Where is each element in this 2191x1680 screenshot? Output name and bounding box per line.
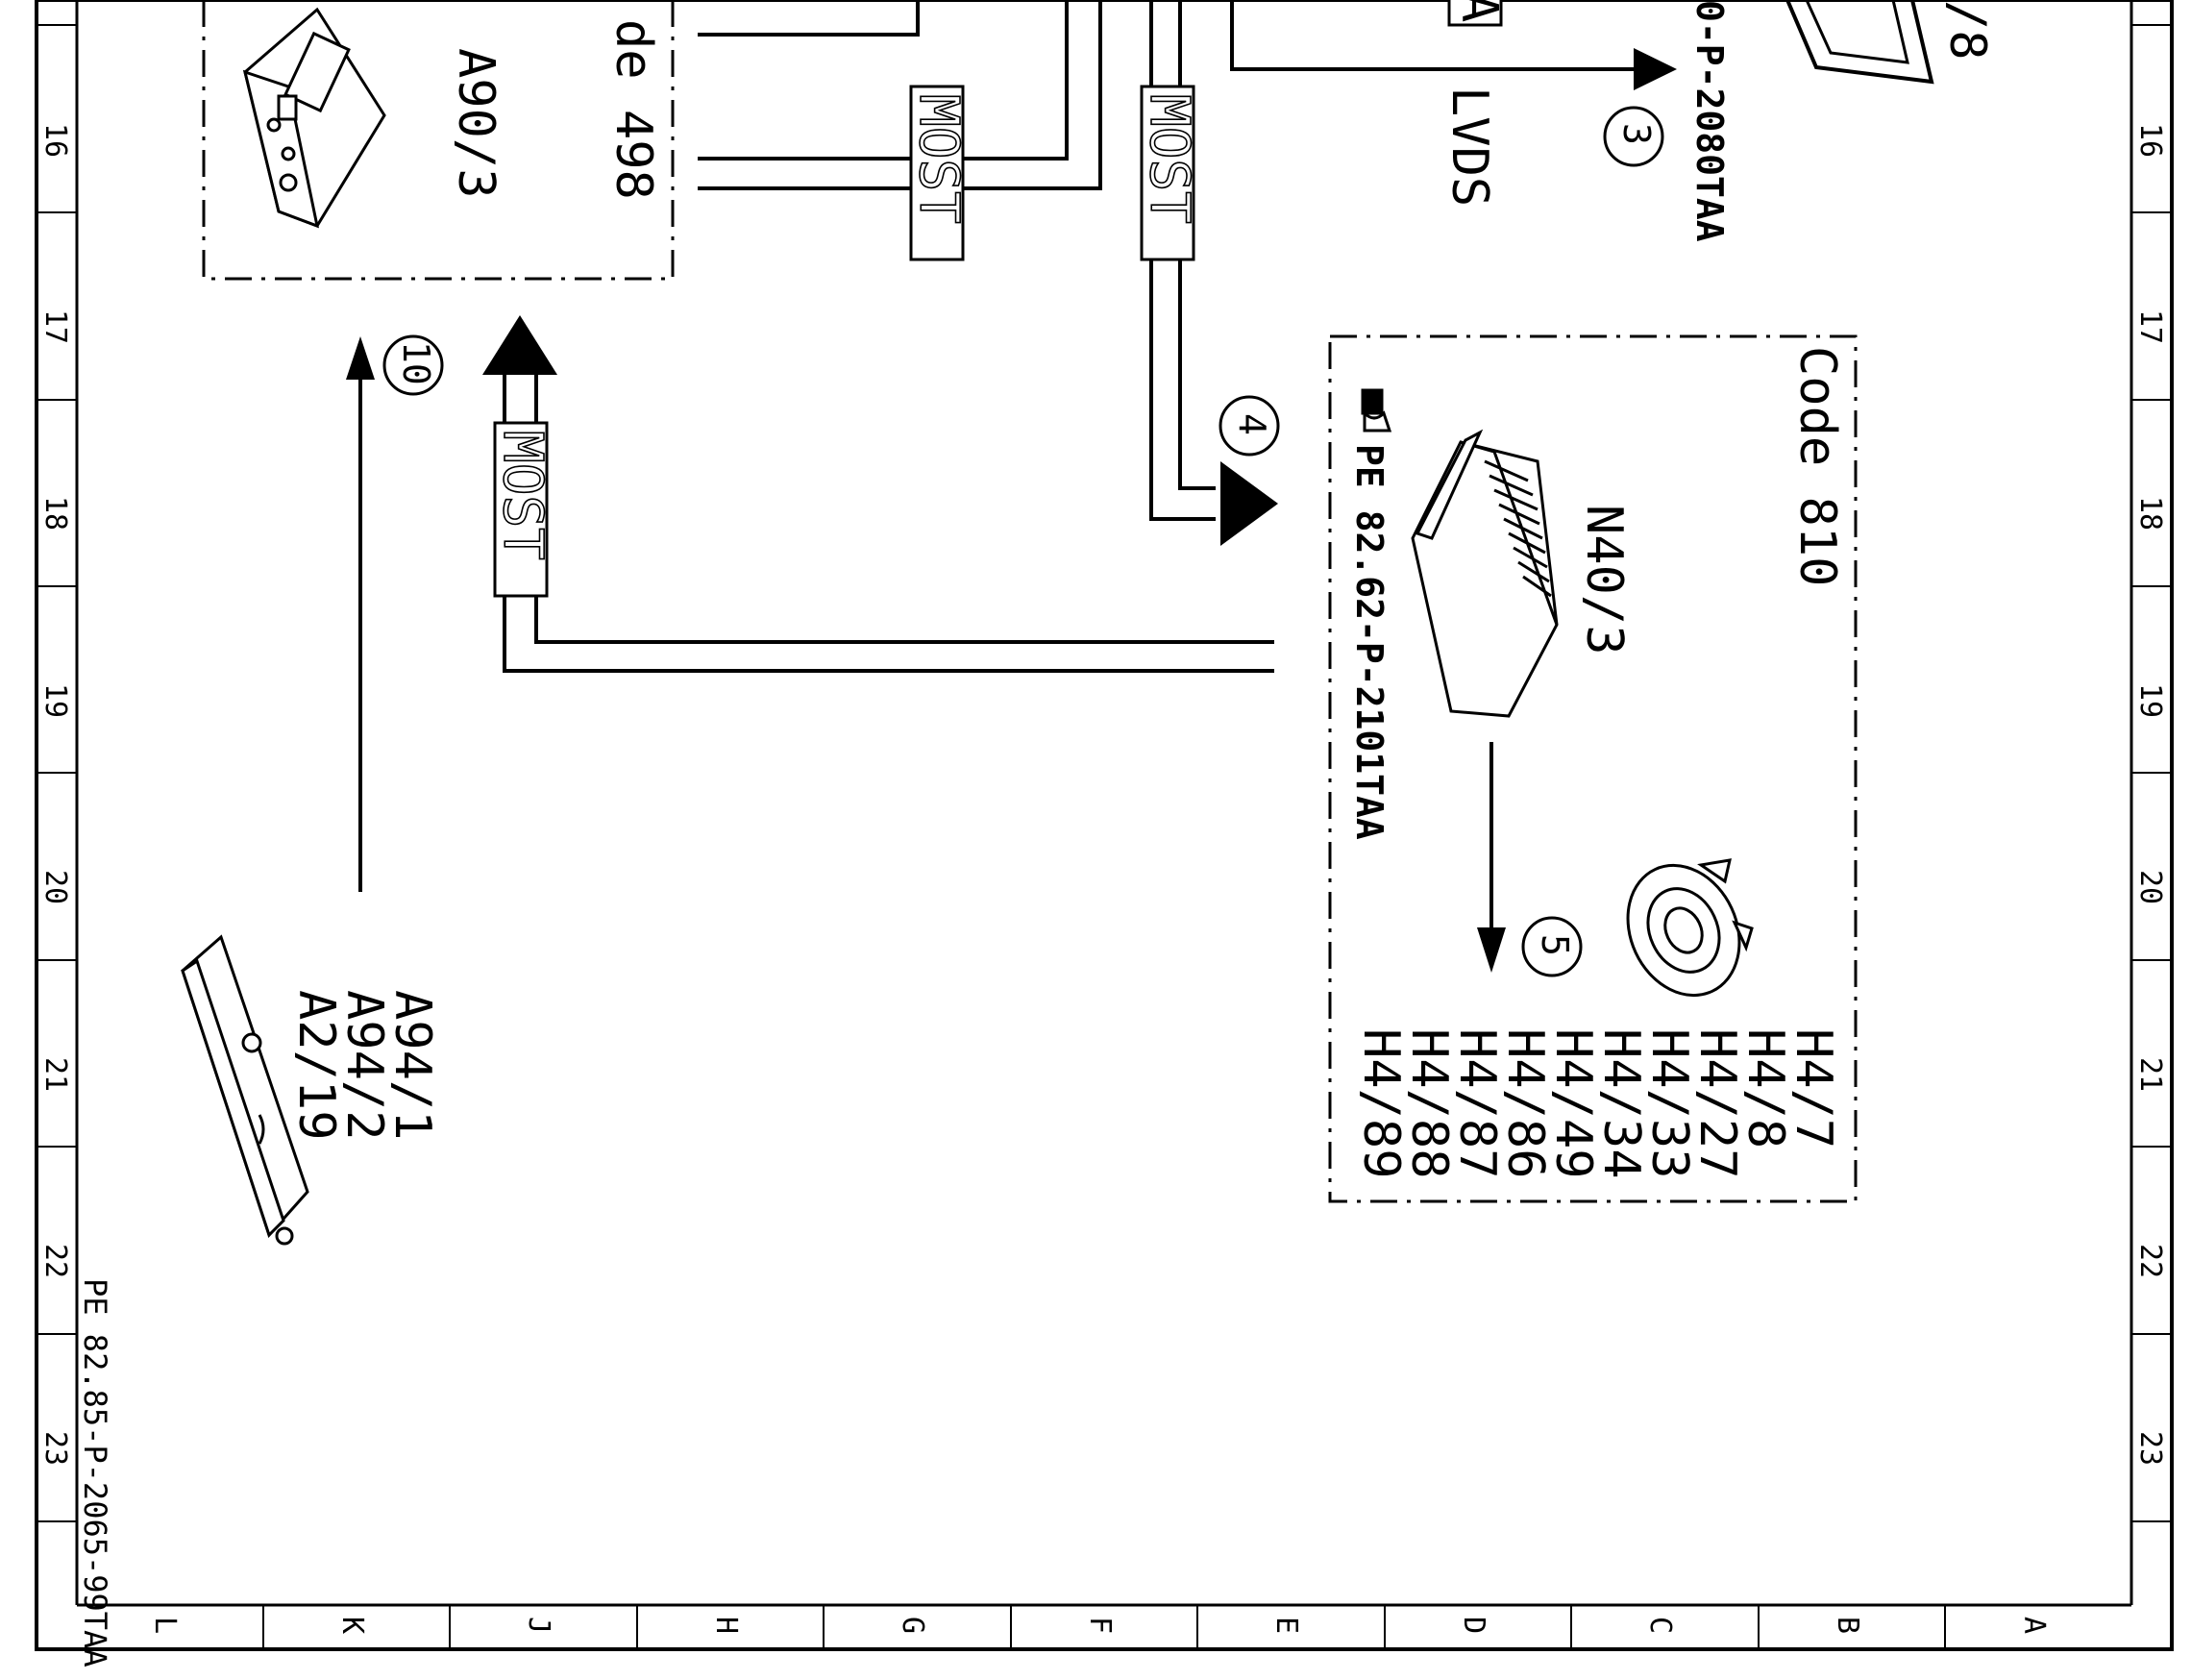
display-icon-partial xyxy=(1785,0,1934,85)
display-label-partial: /8 xyxy=(1938,0,1996,61)
speaker-label-h4-27: H4/27 xyxy=(1688,1028,1746,1179)
left-row-21: 21 xyxy=(38,1057,72,1092)
partial-box-a xyxy=(1447,0,1503,27)
speaker-label-h4-49: H4/49 xyxy=(1544,1028,1602,1179)
svg-text:4: 4 xyxy=(1231,413,1273,435)
left-row-20: 20 xyxy=(38,870,72,904)
col-L: L xyxy=(148,1617,182,1634)
most-bus-label-2: MOST xyxy=(1137,85,1201,261)
right-row-19: 19 xyxy=(2133,683,2167,718)
hand-pointer-icon xyxy=(1361,388,1392,432)
col-E: E xyxy=(1269,1617,1303,1634)
left-row-17: 17 xyxy=(38,309,72,344)
bottom-column-letters: L K J H G F E D C B A xyxy=(148,1617,2051,1634)
n40-3-label: N40/3 xyxy=(1575,505,1633,655)
left-row-22: 22 xyxy=(38,1244,72,1278)
most-bus-label-3: MOST xyxy=(490,421,554,598)
speaker-label-h4-87: H4/87 xyxy=(1448,1028,1506,1179)
speaker-label-h4-34: H4/34 xyxy=(1592,1028,1650,1179)
right-row-17: 17 xyxy=(2133,309,2167,344)
col-A: A xyxy=(2017,1617,2051,1634)
speaker-label-h4-7: H4/7 xyxy=(1785,1028,1842,1149)
right-row-21: 21 xyxy=(2133,1057,2167,1092)
lvds-label: LVDS xyxy=(1440,86,1498,207)
a90-3-component: A90/3 de 498 xyxy=(202,0,675,281)
speaker-label-h4-89: H4/89 xyxy=(1352,1028,1410,1179)
svg-text:3: 3 xyxy=(1615,123,1658,145)
partial-box-a-char: A xyxy=(1450,0,1508,22)
col-H: H xyxy=(709,1617,743,1634)
drawing-frame xyxy=(35,0,2174,1651)
speaker-label-h4-33: H4/33 xyxy=(1640,1028,1698,1179)
antenna-label-a94-2: A94/2 xyxy=(335,990,393,1141)
n40-3-device-icon xyxy=(1411,429,1559,718)
right-row-numbers: 16 17 18 19 20 21 22 23 xyxy=(2133,123,2167,1466)
svg-text:5: 5 xyxy=(1534,934,1576,956)
speaker-labels: H4/7 H4/8 H4/27 H4/33 H4/34 H4/49 H4/86 … xyxy=(1352,1028,1842,1179)
callout-4: 4 xyxy=(1219,395,1280,457)
doc-reference: PE 82.85-P-2065-99TAA xyxy=(77,1278,113,1668)
svg-text:10: 10 xyxy=(395,341,437,385)
speaker-label-h4-88: H4/88 xyxy=(1400,1028,1458,1179)
antenna-label-a2-19: A2/19 xyxy=(287,990,345,1141)
n40-3-component: 4 Code 810 N40/3 PE 82.62-P-2101TAA 5 xyxy=(1219,334,1858,1203)
left-row-18: 18 xyxy=(38,496,72,531)
left-row-16: 16 xyxy=(38,123,72,158)
left-row-23: 23 xyxy=(38,1431,72,1466)
svg-text:MOST: MOST xyxy=(907,94,970,224)
most-bus-label-1: MOST xyxy=(906,85,971,261)
col-C: C xyxy=(1643,1617,1677,1634)
speaker-label-h4-8: H4/8 xyxy=(1736,1028,1794,1149)
col-G: G xyxy=(896,1617,929,1634)
n40-3-ref: PE 82.62-P-2101TAA xyxy=(1348,444,1391,840)
a90-3-most-arrowhead xyxy=(482,315,557,375)
col-K: K xyxy=(335,1617,369,1634)
antenna-label-a94-1: A94/1 xyxy=(383,990,441,1141)
right-row-20: 20 xyxy=(2133,870,2167,904)
svg-text:MOST: MOST xyxy=(1138,94,1200,224)
a90-3-label: A90/3 xyxy=(447,48,505,199)
col-D: D xyxy=(1457,1617,1490,1634)
n40-3-arrowhead xyxy=(1220,461,1278,546)
a90-3-device-icon xyxy=(242,7,386,229)
right-row-18: 18 xyxy=(2133,496,2167,531)
display-ref-partial: 0-P-2080TAA xyxy=(1688,0,1731,242)
svg-text:MOST: MOST xyxy=(491,431,554,560)
n40-3-code: Code 810 xyxy=(1788,346,1846,586)
speaker-icon xyxy=(1626,858,1754,998)
antenna-module-icon xyxy=(181,934,309,1246)
callout-5: 5 xyxy=(1521,916,1583,977)
callout-10: 10 xyxy=(382,334,444,396)
callout-3: 3 xyxy=(1603,106,1664,167)
right-row-23: 23 xyxy=(2133,1431,2167,1466)
col-F: F xyxy=(1083,1617,1117,1634)
left-row-numbers: 16 17 18 19 20 21 22 23 xyxy=(38,123,72,1466)
left-row-19: 19 xyxy=(38,683,72,718)
col-J: J xyxy=(522,1617,555,1634)
right-row-22: 22 xyxy=(2133,1244,2167,1278)
col-B: B xyxy=(1831,1617,1864,1634)
lvds-arrowhead xyxy=(1634,48,1677,90)
right-row-16: 16 xyxy=(2133,123,2167,158)
a90-3-code-partial: de 498 xyxy=(604,19,662,200)
speaker-label-h4-86: H4/86 xyxy=(1496,1028,1554,1179)
